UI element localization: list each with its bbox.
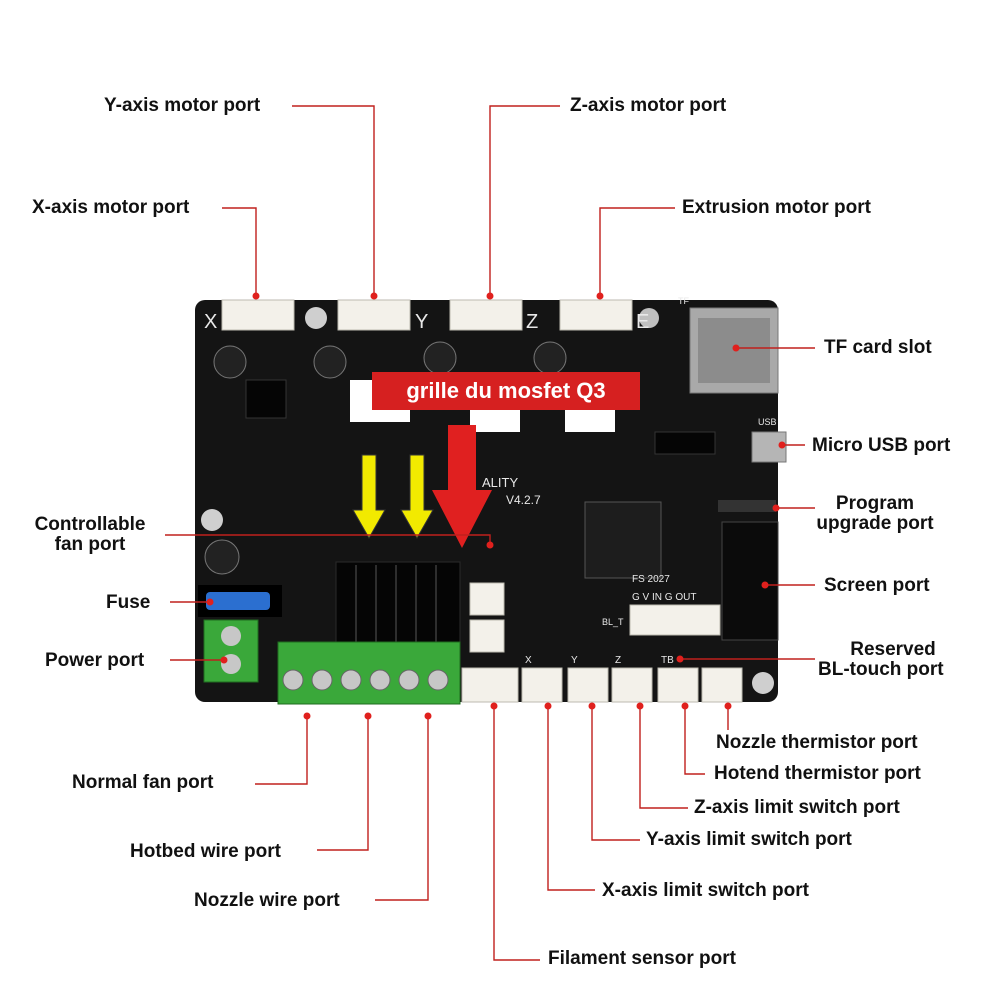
silk-e: E <box>636 311 649 333</box>
label-reserved-1: Reserved <box>850 639 936 660</box>
terminal-screw <box>221 626 241 646</box>
capacitor <box>213 345 247 379</box>
capacitor <box>313 345 347 379</box>
silk-tf: TF <box>678 296 689 306</box>
mounting-hole <box>752 672 774 694</box>
label-y-axis-motor: Y-axis motor port <box>104 95 261 116</box>
output-terminal <box>277 641 461 705</box>
yellow-arrow-2 <box>400 454 434 540</box>
silk-y-port: Y <box>571 655 578 666</box>
silk-brand: ALITY <box>482 475 518 490</box>
mcu-chip <box>584 501 662 579</box>
label-screen: Screen port <box>824 575 930 596</box>
silk-y: Y <box>415 311 428 333</box>
label-hotend-thermistor: Hotend thermistor port <box>714 763 921 784</box>
fuse <box>206 592 270 610</box>
z-limit-connector <box>611 667 653 703</box>
silk-z-port: Z <box>615 655 621 666</box>
screen-header <box>721 521 779 641</box>
silk-z: Z <box>526 311 538 333</box>
tb-connector <box>657 667 699 703</box>
fan2-connector <box>469 619 505 653</box>
label-fuse: Fuse <box>106 592 151 613</box>
red-arrow <box>432 425 492 548</box>
label-extrusion-motor: Extrusion motor port <box>682 197 871 218</box>
yellow-arrows <box>352 454 434 540</box>
silk-x: X <box>204 311 217 333</box>
label-micro-usb: Micro USB port <box>812 435 951 456</box>
label-z-limit: Z-axis limit switch port <box>694 797 900 818</box>
label-y-limit: Y-axis limit switch port <box>646 829 852 850</box>
out-connector <box>629 604 721 636</box>
heatsink-fins <box>355 565 437 644</box>
x-motor-connector <box>221 299 295 331</box>
silk-x-port: X <box>525 655 532 666</box>
controllable-fan-connector <box>469 582 505 616</box>
mounting-hole <box>305 307 327 329</box>
label-program-upgrade-1: Program <box>835 493 915 514</box>
label-controllable-fan-2: fan port <box>54 534 126 555</box>
label-x-limit: X-axis limit switch port <box>602 880 809 901</box>
silk-bl-t: BL_T <box>602 617 624 627</box>
label-controllable-fan-1: Controllable <box>34 514 146 535</box>
label-tf-card: TF card slot <box>824 337 932 358</box>
label-normal-fan: Normal fan port <box>72 772 214 793</box>
silk-gving: G V IN G OUT <box>632 592 696 603</box>
usb-chip <box>654 431 716 455</box>
mounting-hole <box>639 308 659 328</box>
label-nozzle-thermistor: Nozzle thermistor port <box>716 732 918 753</box>
capacitor <box>533 341 567 375</box>
mosfet-annotation: grille du mosfet Q3 <box>372 372 640 410</box>
e-motor-connector <box>559 299 633 331</box>
capacitor <box>204 539 240 575</box>
y-motor-connector <box>337 299 411 331</box>
yellow-arrow-1 <box>352 454 386 540</box>
label-filament-sensor: Filament sensor port <box>548 948 736 969</box>
label-power: Power port <box>45 650 145 671</box>
y-limit-connector <box>567 667 609 703</box>
label-program-upgrade-2: upgrade port <box>816 513 934 534</box>
label-reserved-2: BL-touch port <box>818 659 944 680</box>
filament-connector <box>461 667 519 703</box>
terminal-screws <box>282 669 449 691</box>
leader-dots <box>206 292 786 720</box>
x-limit-connector <box>521 667 563 703</box>
label-nozzle-wire: Nozzle wire port <box>194 890 340 911</box>
silk-version: V4.2.7 <box>506 493 541 507</box>
label-hotbed-wire: Hotbed wire port <box>130 841 281 862</box>
capacitor <box>423 341 457 375</box>
mosfet-heatsink <box>335 561 461 647</box>
label-x-axis-motor: X-axis motor port <box>32 197 190 218</box>
silk-tb-port: TB <box>661 655 674 666</box>
program-header <box>718 500 776 512</box>
label-z-axis-motor: Z-axis motor port <box>570 95 727 116</box>
th-connector <box>701 667 743 703</box>
heatsink <box>245 379 287 419</box>
silk-usb: USB <box>758 417 777 427</box>
silk-chip: FS 2027 <box>632 574 670 585</box>
z-motor-connector <box>449 299 523 331</box>
mounting-hole <box>201 509 223 531</box>
